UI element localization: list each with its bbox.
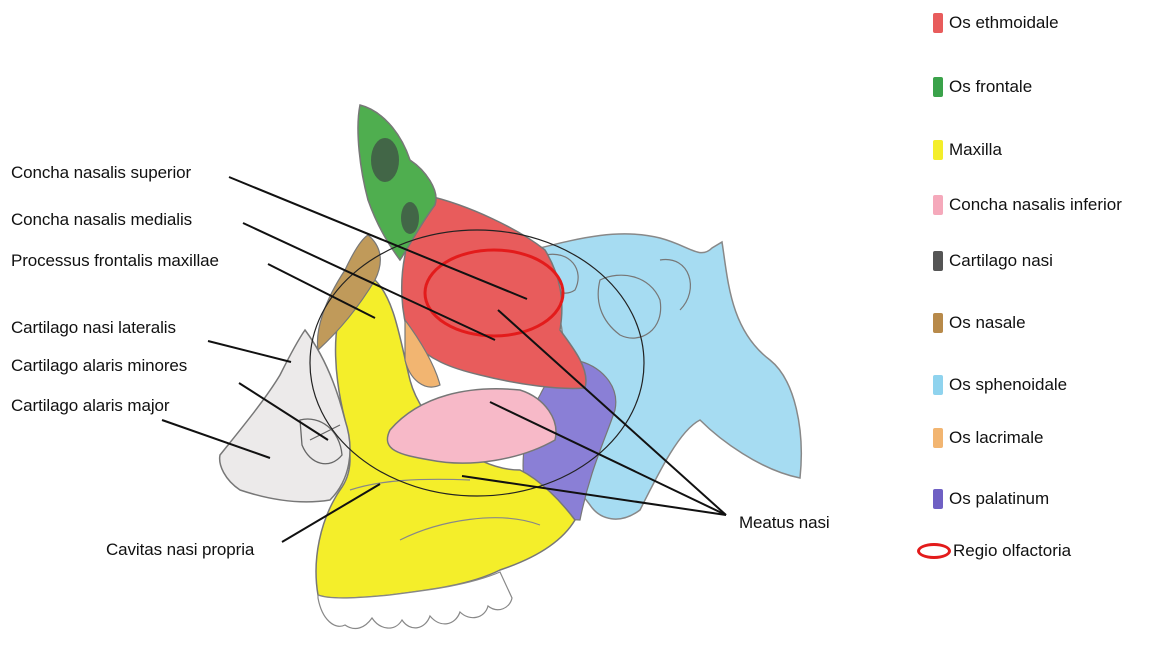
label-meatus: Meatus nasi — [739, 513, 830, 533]
swatch-maxilla — [933, 140, 943, 160]
legend-item-cartilago-nasi: Cartilago nasi — [933, 251, 1053, 271]
leader-cartilago-lateralis — [208, 341, 291, 362]
label-processus-frontalis: Processus frontalis maxillae — [11, 251, 219, 271]
legend-item-os-lacrimale: Os lacrimale — [933, 428, 1043, 448]
label-concha-superior: Concha nasalis superior — [11, 163, 191, 183]
legend-label: Os sphenoidale — [949, 375, 1067, 395]
legend-item-os-sphenoidale: Os sphenoidale — [933, 375, 1067, 395]
legend-item-regio-olfactoria: Regio olfactoria — [933, 541, 1071, 561]
swatch-os-ethmoidale — [933, 13, 943, 33]
legend-item-os-nasale: Os nasale — [933, 313, 1026, 333]
legend-label: Regio olfactoria — [953, 541, 1071, 561]
legend-label: Cartilago nasi — [949, 251, 1053, 271]
swatch-os-nasale — [933, 313, 943, 333]
legend-label: Os frontale — [949, 77, 1032, 97]
legend-label: Concha nasalis inferior — [949, 195, 1122, 215]
legend-label: Os palatinum — [949, 489, 1049, 509]
ring-icon — [917, 543, 951, 559]
legend-item-os-frontale: Os frontale — [933, 77, 1032, 97]
swatch-os-frontale — [933, 77, 943, 97]
swatch-concha-inferior — [933, 195, 943, 215]
legend-label: Os nasale — [949, 313, 1026, 333]
swatch-os-sphenoidale — [933, 375, 943, 395]
label-concha-medialis: Concha nasalis medialis — [11, 210, 192, 230]
label-cartilago-minores: Cartilago alaris minores — [11, 356, 187, 376]
nose-cartilage-region — [220, 330, 350, 502]
label-cavitas: Cavitas nasi propria — [106, 540, 254, 560]
swatch-cartilago-nasi — [933, 251, 943, 271]
legend-item-concha-inferior: Concha nasalis inferior — [933, 195, 1122, 215]
label-cartilago-major: Cartilago alaris major — [11, 396, 169, 416]
legend-label: Os lacrimale — [949, 428, 1043, 448]
legend-item-maxilla: Maxilla — [933, 140, 1002, 160]
legend-item-os-palatinum: Os palatinum — [933, 489, 1049, 509]
legend-label: Maxilla — [949, 140, 1002, 160]
swatch-os-palatinum — [933, 489, 943, 509]
legend-label: Os ethmoidale — [949, 13, 1059, 33]
swatch-os-lacrimale — [933, 428, 943, 448]
legend-item-os-ethmoidale: Os ethmoidale — [933, 13, 1059, 33]
label-cartilago-lateralis: Cartilago nasi lateralis — [11, 318, 176, 338]
